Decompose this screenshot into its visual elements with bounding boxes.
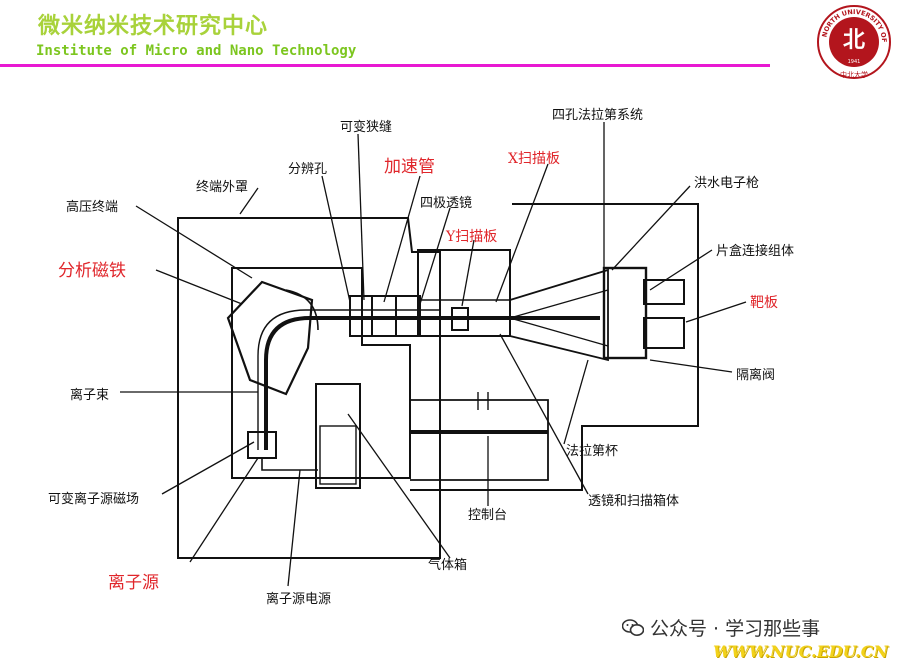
label-target-plate: 靶板 <box>750 295 778 311</box>
end-station-outline <box>410 203 699 491</box>
label-x-scan-plate: X扫描板 <box>508 151 560 167</box>
label-variable-field: 可变离子源磁场 <box>48 492 140 507</box>
page-title-cn: 微米纳米技术研究中心 <box>38 14 269 39</box>
logo-year: 1941 <box>848 59 861 65</box>
label-y-scan-plate: Y扫描板 <box>446 229 498 245</box>
label-gas-box: 气体箱 <box>428 558 468 573</box>
logo-mark: 中北大学 <box>840 70 868 79</box>
university-logo-icon: NORTH UNIVERSITY OF CHINA 北 1941 中北大学 <box>816 4 891 79</box>
label-accelerator-tube: 加速管 <box>384 157 435 177</box>
label-ion-beam: 离子束 <box>70 388 110 403</box>
label-high-voltage-terminal: 高压终端 <box>66 200 119 215</box>
label-control-console: 控制台 <box>468 508 508 523</box>
quadrupole-lens-block <box>451 307 469 331</box>
scan-chamber-cone <box>509 268 609 362</box>
control-console-outline <box>410 399 549 481</box>
label-terminal-housing: 终端外罩 <box>196 180 249 195</box>
label-faraday-cup: 法拉第杯 <box>566 444 619 459</box>
ion-source-block <box>247 431 277 459</box>
target-plate-block <box>602 266 648 360</box>
label-wafer-assembly: 片盒连接组体 <box>716 244 795 259</box>
ion-beam-path <box>264 316 600 450</box>
label-resolving-aperture: 分辨孔 <box>288 162 328 177</box>
label-quad-faraday: 四孔法拉第系统 <box>552 108 644 123</box>
label-quadrupole-lens: 四极透镜 <box>420 196 473 211</box>
label-variable-slit: 可变狭缝 <box>340 120 393 135</box>
svg-text:北: 北 <box>843 27 865 53</box>
label-ion-source-power: 离子源电源 <box>266 592 332 607</box>
wechat-text: 公众号 · 学习那些事 <box>650 618 821 640</box>
label-flood-gun: 洪水电子枪 <box>694 176 760 191</box>
label-lens-scan-box: 透镜和扫描箱体 <box>588 494 680 509</box>
gas-box-outline <box>315 383 361 489</box>
page-title-en: Institute of Micro and Nano Technology <box>36 43 357 59</box>
hv-terminal-box <box>231 267 411 479</box>
wechat-watermark: 公众号 · 学习那些事 <box>622 614 820 641</box>
analyzing-magnet-shape <box>226 280 314 396</box>
label-analyzing-magnet: 分析磁铁 <box>58 261 126 281</box>
header-rule <box>0 64 770 67</box>
label-isolation-valve: 隔离阀 <box>736 368 776 383</box>
wechat-icon <box>622 618 644 636</box>
footer-url[interactable]: WWW.NUC.EDU.CN <box>713 642 889 661</box>
accelerator-tube-outline <box>349 295 421 337</box>
label-ion-source: 离子源 <box>108 573 159 593</box>
